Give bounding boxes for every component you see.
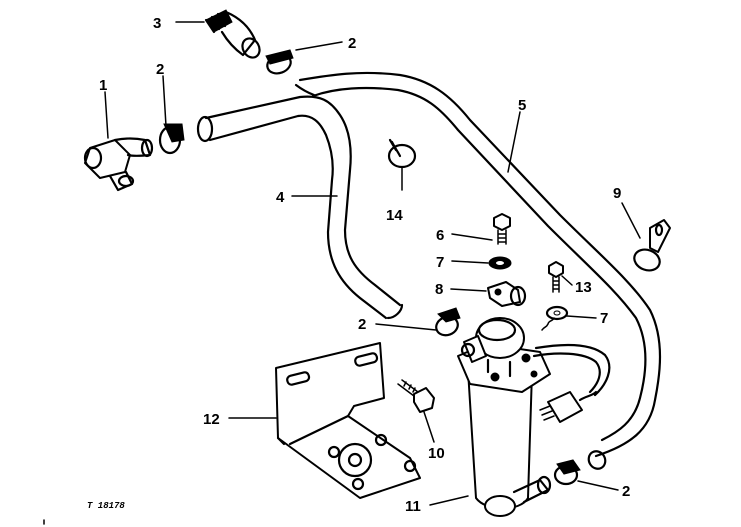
label-5: 5 — [518, 97, 526, 114]
label-10: 10 — [428, 445, 445, 462]
bracket-12 — [275, 342, 421, 499]
leader-lines — [104, 21, 641, 506]
bolt-13 — [548, 261, 564, 293]
washer-7-upper — [488, 256, 512, 270]
label-7-upper: 7 — [436, 254, 444, 271]
fitting-3 — [204, 9, 261, 59]
label-1: 1 — [99, 77, 107, 94]
bolt-10 — [397, 379, 435, 413]
label-6: 6 — [436, 227, 444, 244]
clamp-2-left — [158, 123, 185, 155]
clamp-2-middle — [435, 307, 461, 337]
elbow-8 — [487, 281, 527, 307]
label-13: 13 — [575, 279, 592, 296]
label-2-bottom: 2 — [622, 483, 630, 500]
label-8: 8 — [435, 281, 443, 298]
label-9: 9 — [613, 185, 621, 202]
label-2-left: 2 — [156, 61, 164, 78]
label-7-right: 7 — [600, 310, 608, 327]
hose-5 — [298, 71, 662, 470]
clamp-9 — [633, 219, 671, 272]
callout-labels: 3 2 1 2 5 4 14 9 6 7 8 13 7 2 12 10 11 2… — [87, 15, 630, 515]
spring-pin — [541, 317, 555, 331]
label-12: 12 — [203, 411, 220, 428]
figure-reference-code: T 18178 — [87, 501, 125, 511]
clamp-2-top — [265, 49, 294, 75]
clip-14 — [387, 138, 417, 191]
hose-4 — [196, 83, 404, 320]
pump-11 — [457, 317, 611, 517]
label-11: 11 — [405, 498, 421, 515]
label-2-middle: 2 — [358, 316, 366, 333]
label-3: 3 — [153, 15, 161, 32]
washer-7-right — [545, 305, 569, 321]
label-14: 14 — [386, 207, 403, 224]
label-2-top: 2 — [348, 35, 356, 52]
clamp-2-bottom — [553, 459, 581, 486]
bolt-6 — [493, 213, 511, 245]
label-4: 4 — [276, 189, 285, 206]
fitting-1 — [83, 137, 154, 192]
